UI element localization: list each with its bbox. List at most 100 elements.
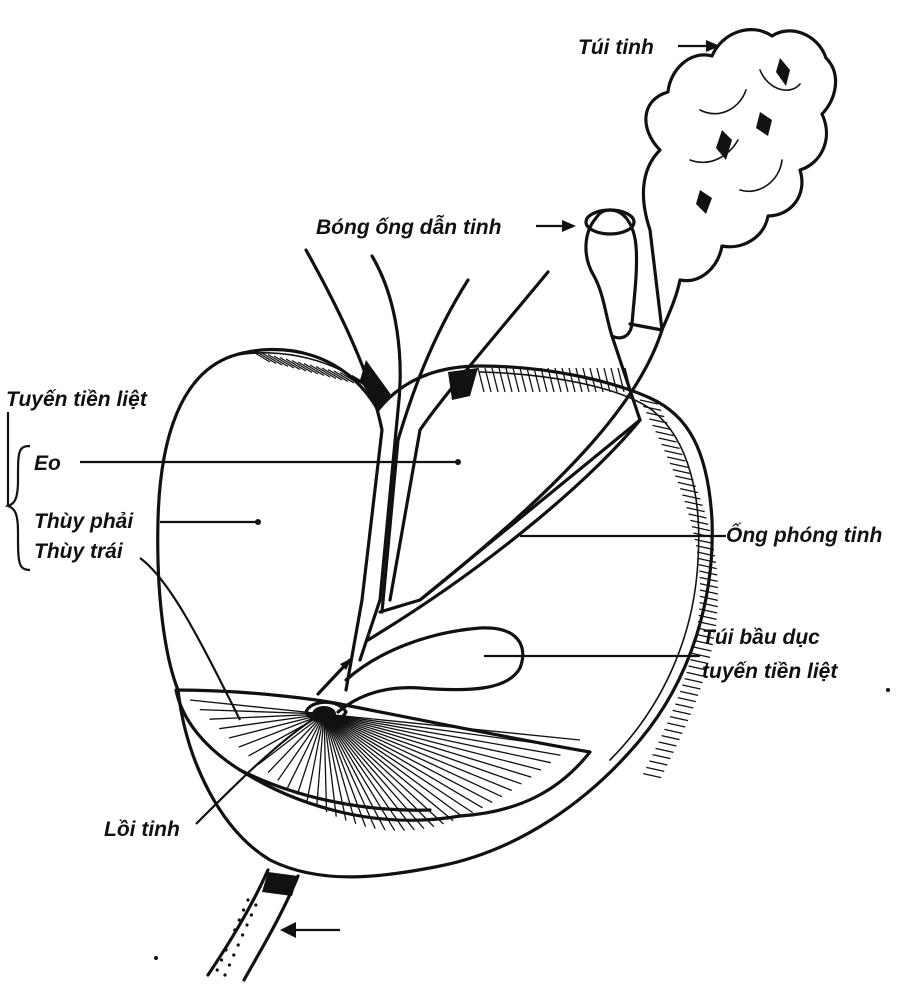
urethra-speckle bbox=[224, 948, 227, 951]
urethra bbox=[208, 870, 298, 980]
wall-hatch-line bbox=[659, 438, 677, 442]
urethra-speckle bbox=[246, 898, 249, 901]
wall-hatch-line bbox=[670, 717, 688, 721]
arrowhead-bottom bbox=[280, 922, 296, 938]
vesicle-shadow-3 bbox=[696, 190, 712, 214]
urethra-speckle bbox=[241, 933, 244, 936]
label-eo: Eo bbox=[34, 452, 61, 475]
scan-dot-1 bbox=[886, 688, 890, 692]
label-tuyen-tien-liet: Tuyến tiền liệt bbox=[6, 388, 148, 411]
wall-hatch-line bbox=[652, 755, 670, 759]
scan-dot-2 bbox=[154, 956, 158, 960]
label-loi-tinh: Lồi tinh bbox=[104, 818, 180, 841]
wall-hatch-line bbox=[576, 368, 582, 392]
urethra-speckle bbox=[250, 913, 253, 916]
bracket-prostate bbox=[8, 446, 30, 570]
wall-hatch-line bbox=[649, 761, 667, 765]
wall-hatch-line bbox=[687, 508, 705, 512]
radiating-fiber bbox=[324, 714, 395, 831]
arrowhead-tui-tinh bbox=[706, 40, 720, 52]
urethra-speckle bbox=[228, 963, 231, 966]
label-tui-tinh: Túi tinh bbox=[578, 36, 654, 59]
wall-hatch-line bbox=[662, 736, 680, 740]
wall-hatch-line bbox=[700, 603, 718, 607]
vesicle-shadow-1 bbox=[776, 58, 790, 86]
wall-hatch-line bbox=[656, 432, 674, 436]
seminal-vesicle bbox=[643, 30, 835, 330]
wall-hatch-line bbox=[678, 698, 696, 702]
prostate-cut-section bbox=[176, 690, 590, 831]
urethra-speckle bbox=[237, 943, 240, 946]
wall-hatch-line bbox=[675, 476, 693, 480]
wall-hatch-line bbox=[667, 723, 685, 727]
wall-hatch-line bbox=[513, 368, 519, 392]
wall-hatch-line bbox=[667, 457, 685, 461]
wall-hatch-line bbox=[506, 368, 512, 392]
wall-hatch-line bbox=[685, 501, 703, 505]
wall-hatch-line bbox=[700, 596, 718, 600]
dot-thuy-phai bbox=[255, 519, 261, 525]
y-branch bbox=[380, 420, 640, 612]
wall-hatch-line bbox=[646, 767, 664, 771]
wall-hatch-line bbox=[673, 710, 691, 714]
urethra-speckle bbox=[229, 938, 232, 941]
cut-section-outline bbox=[176, 690, 590, 820]
leader-lines bbox=[8, 40, 726, 938]
wall-hatch-line bbox=[664, 729, 682, 733]
wall-hatch-line bbox=[682, 495, 700, 499]
prostate-top-rim bbox=[232, 353, 372, 392]
vesicle-fold-4 bbox=[740, 160, 782, 191]
labels: Túi tinh Bóng ống dẫn tinh Tuyến tiền li… bbox=[6, 36, 882, 841]
wall-hatch-line bbox=[673, 470, 691, 474]
wall-hatch-line bbox=[569, 368, 575, 392]
wall-hatch-line bbox=[699, 565, 717, 569]
wall-hatch-line bbox=[695, 539, 713, 543]
urethra-speckle bbox=[233, 928, 236, 931]
urethra-speckle bbox=[232, 953, 235, 956]
wall-hatch-line bbox=[527, 368, 533, 392]
wall-hatch-line bbox=[685, 679, 703, 683]
wall-hatch-line bbox=[611, 368, 617, 392]
urethra-speckle bbox=[242, 908, 245, 911]
dot-eo bbox=[455, 459, 461, 465]
wall-hatch-line bbox=[499, 368, 505, 392]
seminal-structures bbox=[586, 30, 836, 420]
urethra-speckle bbox=[245, 923, 248, 926]
label-ong-phong-tinh: Ống phóng tinh bbox=[726, 523, 882, 547]
radiating-fiber bbox=[268, 714, 324, 773]
radiating-fiber bbox=[324, 714, 512, 790]
wall-hatch-line bbox=[643, 774, 661, 778]
leader-thuy-trai bbox=[140, 558, 240, 720]
label-tui-bau-duc-line2: tuyến tiền liệt bbox=[702, 660, 838, 683]
wall-hatch-line bbox=[664, 451, 682, 455]
vesicle-shadow-2 bbox=[716, 130, 732, 160]
wall-hatch-line bbox=[698, 558, 716, 562]
urethra-speckle bbox=[223, 973, 226, 976]
wall-hatch-line bbox=[670, 463, 688, 467]
radiating-fibers bbox=[190, 700, 580, 831]
urethra-speckle bbox=[216, 968, 219, 971]
ampulla-duct-b bbox=[630, 324, 662, 330]
wall-hatch-line bbox=[656, 748, 674, 752]
vesicle-fold-1 bbox=[700, 90, 746, 114]
wall-hatch-line bbox=[662, 444, 680, 448]
wall-hatch-line bbox=[682, 685, 700, 689]
central-duct-b bbox=[390, 272, 548, 600]
wall-hatch-line bbox=[680, 691, 698, 695]
wall-hatch-line bbox=[492, 368, 498, 392]
wall-hatch-line bbox=[520, 368, 526, 392]
urethra-speckle bbox=[220, 958, 223, 961]
label-thuy-trai: Thùy trái bbox=[34, 540, 124, 563]
urethra-left-wall bbox=[208, 870, 268, 975]
label-tui-bau-duc-line1: Túi bầu dục bbox=[702, 626, 820, 649]
urethra-speckle bbox=[238, 918, 241, 921]
ampulla-duct bbox=[612, 336, 640, 420]
arrowhead-bong-ong bbox=[562, 220, 576, 232]
wall-hatch-line bbox=[534, 368, 540, 392]
vesicle-shadow-4 bbox=[756, 112, 772, 136]
wall-hatch-line bbox=[692, 527, 710, 531]
wall-hatch-line bbox=[583, 368, 589, 392]
urethra-speckle bbox=[254, 903, 257, 906]
